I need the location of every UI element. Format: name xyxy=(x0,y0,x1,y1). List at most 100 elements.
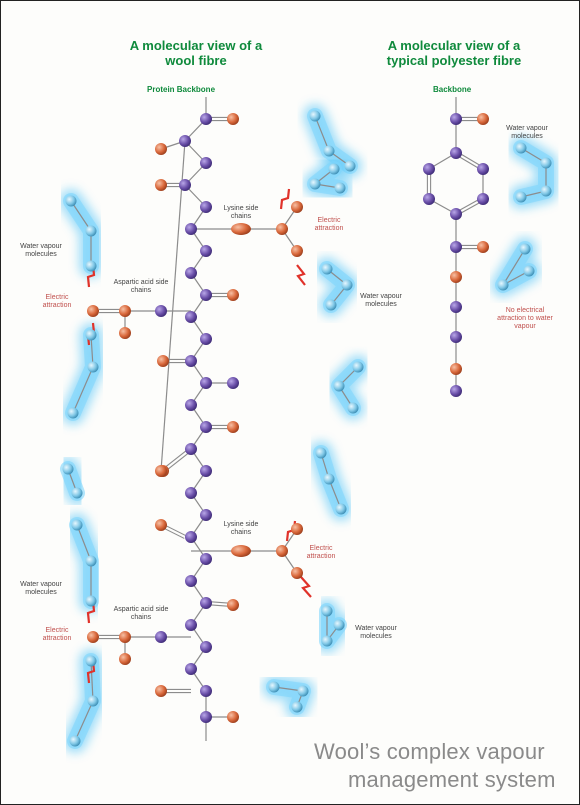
chain-atom xyxy=(200,465,212,477)
water-atom xyxy=(325,299,337,311)
water-atom xyxy=(85,260,97,272)
water-atom xyxy=(67,407,79,419)
oxygen-atom xyxy=(119,653,131,665)
chain-atom xyxy=(185,355,197,367)
oxygen-atom xyxy=(155,685,167,697)
oxygen-atom xyxy=(477,241,489,253)
chain-atom xyxy=(200,509,212,521)
water-atom xyxy=(523,265,535,277)
chain-atom xyxy=(450,113,462,125)
chain-atom xyxy=(155,305,167,317)
oxygen-atom xyxy=(291,523,303,535)
chain-atom xyxy=(185,267,197,279)
bond-line xyxy=(314,115,330,152)
water-atom xyxy=(352,361,364,373)
chain-atom xyxy=(450,301,462,313)
chain-atom xyxy=(155,631,167,643)
water-atom xyxy=(519,243,531,255)
electric-attraction-label-1: Electric attraction xyxy=(314,217,344,232)
chain-atom xyxy=(185,311,197,323)
footer-line-1: Wool’s complex vapour xyxy=(314,739,545,764)
protein-backbone-heading: Protein Backbone xyxy=(147,85,216,94)
double-bond-line xyxy=(163,449,193,473)
chain-atom xyxy=(200,641,212,653)
water-atom xyxy=(323,473,335,485)
chain-atom xyxy=(450,147,462,159)
water-atom xyxy=(333,619,345,631)
oxygen-atom xyxy=(119,327,131,339)
water-atom xyxy=(71,519,83,531)
polyester-title: A molecular view of a typical polyester … xyxy=(386,38,522,68)
oxygen-atom xyxy=(155,179,167,191)
bond-line xyxy=(76,524,92,562)
water-atom xyxy=(85,595,97,607)
water-atom xyxy=(309,178,321,190)
water-atom xyxy=(315,447,327,459)
water-atom xyxy=(65,195,77,207)
chain-atom xyxy=(185,487,197,499)
oxygen-atom xyxy=(450,271,462,283)
water-atom xyxy=(540,185,552,197)
water-atom xyxy=(328,163,340,175)
chain-atom xyxy=(477,163,489,175)
oxygen-atom xyxy=(227,711,239,723)
oxygen-atom xyxy=(155,519,167,531)
water-atom xyxy=(85,655,97,667)
chain-atom xyxy=(200,421,212,433)
lysine-label-1: Lysine side chains xyxy=(223,205,259,220)
electric-bolt xyxy=(296,264,306,286)
oxygen-atom xyxy=(450,363,462,375)
water-atom xyxy=(515,142,527,154)
water-atom xyxy=(69,735,81,747)
water-atom xyxy=(323,145,335,157)
oxygen-atom xyxy=(119,305,131,317)
oxygen-atom xyxy=(87,305,99,317)
oxygen-atom xyxy=(155,143,167,155)
footer-line-2: management system xyxy=(348,767,556,792)
water-atom xyxy=(309,110,321,122)
water-atom xyxy=(321,605,333,617)
chain-atom xyxy=(200,377,212,389)
water-atom xyxy=(334,182,346,194)
water-atom xyxy=(85,225,97,237)
electric-attraction-label-2: Electric attraction xyxy=(42,294,72,309)
water-atom xyxy=(347,402,359,414)
electric-bolt xyxy=(300,576,312,598)
water-atom xyxy=(62,463,74,475)
oxygen-atom xyxy=(231,223,251,235)
oxygen-atom xyxy=(119,631,131,643)
chain-atom xyxy=(200,553,212,565)
oxygen-atom xyxy=(227,599,239,611)
chain-atom xyxy=(185,531,197,543)
electric-attraction-label-4: Electric attraction xyxy=(42,627,72,642)
water-atom xyxy=(515,191,527,203)
bond-line xyxy=(70,200,92,232)
bond-line xyxy=(74,700,94,742)
water-atom xyxy=(71,487,83,499)
water-atom xyxy=(85,555,97,567)
water-atom xyxy=(85,329,97,341)
chain-atom xyxy=(227,377,239,389)
oxygen-atom xyxy=(291,567,303,579)
electric-bolt xyxy=(86,600,96,624)
double-bond-line xyxy=(161,447,191,471)
oxygen-atom xyxy=(87,631,99,643)
water-atom xyxy=(321,263,333,275)
bond-line xyxy=(160,140,186,472)
bond-line xyxy=(72,366,94,414)
wool-title: A molecular view of a wool fibre xyxy=(129,38,263,68)
electric-attraction-label-3: Electric attraction xyxy=(306,545,336,560)
water-vapour-label-3: Water vapour molecules xyxy=(360,293,402,308)
oxygen-atom xyxy=(276,545,288,557)
chain-atom xyxy=(185,223,197,235)
aspartic-label-2: Aspartic acid side chains xyxy=(113,606,169,621)
water-atom xyxy=(321,635,333,647)
water-atom xyxy=(87,361,99,373)
water-atom xyxy=(268,681,280,693)
oxygen-atom xyxy=(231,545,251,557)
chain-atom xyxy=(200,113,212,125)
water-atom xyxy=(344,160,356,172)
chain-atom xyxy=(185,399,197,411)
